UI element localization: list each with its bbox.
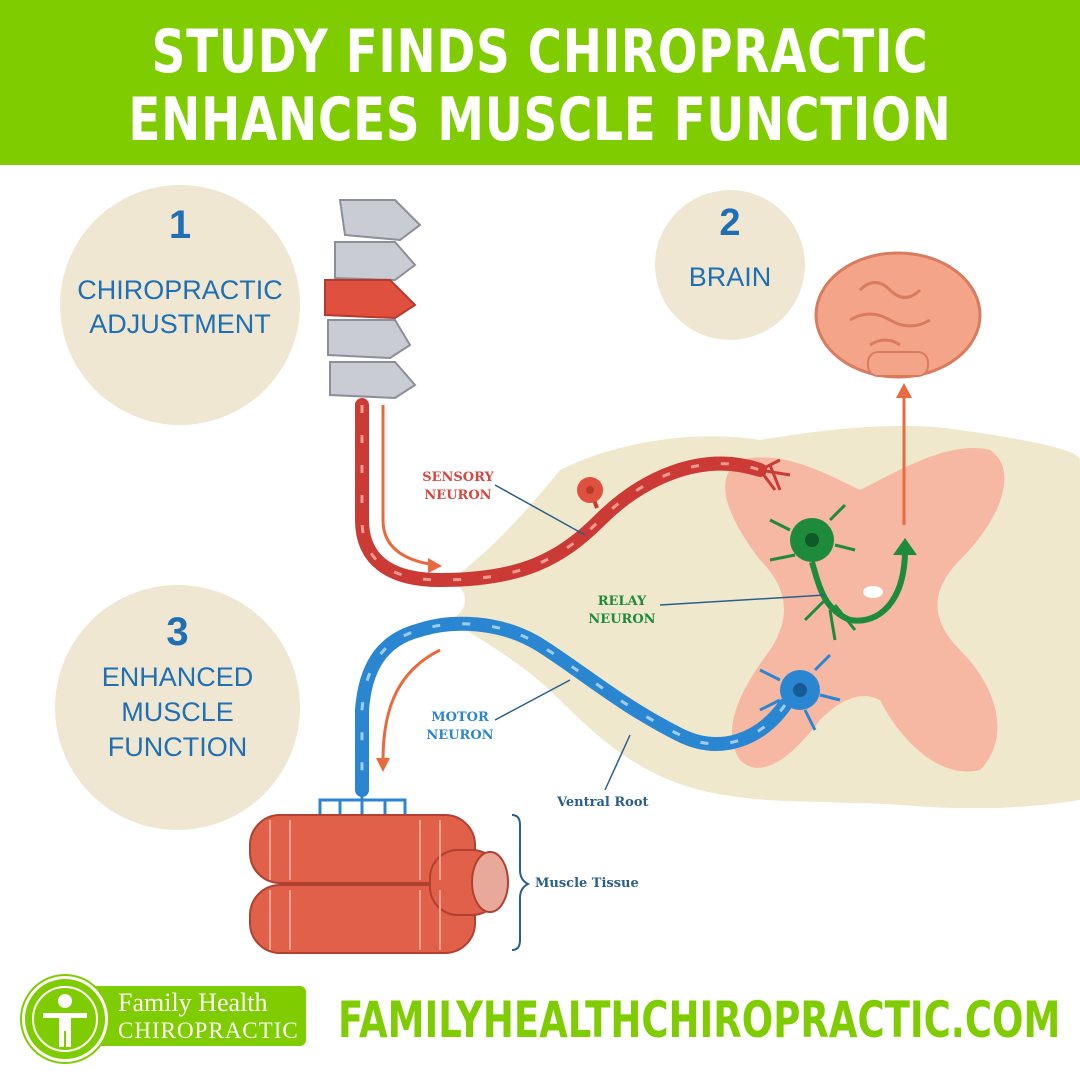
logo-name-line-1: Family Health [118,988,268,1017]
relay-leader-line [659,594,826,606]
sensory-direction-arrow [381,405,436,567]
step-2-label: BRAIN [688,262,772,292]
step-3-label-line-2: MUSCLE [121,697,234,727]
motor-neuron [318,616,841,855]
step-1-number: 1 [168,203,192,247]
sensory-neuron [355,398,791,588]
logo-name-line-2: CHIROPRACTIC [118,1018,299,1043]
step-1-label-line-1: CHIROPRACTIC [77,275,283,305]
headline-line-2: ENHANCES MUSCLE FUNCTION [128,85,952,155]
ventral-root-label: Ventral Root [557,795,649,810]
motor-label-line-1: MOTOR [431,710,489,725]
step-3-circle: 3 ENHANCED MUSCLE FUNCTION [55,585,300,830]
headline-line-1: STUDY FINDS CHIROPRACTIC [151,17,929,87]
brain-illustration [814,251,982,379]
relay-neuron [769,503,917,641]
step-2-circle: 2 BRAIN [655,190,805,340]
sensory-label-line-1: SENSORY [422,470,494,485]
ventral-root-leader-line [604,734,631,791]
step-2-number: 2 [719,202,741,244]
sensory-neuron-label: SENSORY NEURON [418,469,498,505]
motor-direction-arrow [381,648,441,761]
step-3-label-line-3: FUNCTION [107,732,248,762]
muscle-tissue-illustration [249,814,531,954]
logo-person-emblem [22,976,108,1062]
step-1-label-line-2: ADJUSTMENT [89,309,271,339]
website-url[interactable]: FAMILYHEALTHCHIROPRACTIC.COM [338,991,1061,1049]
spinal-cord-cross-section [450,425,1080,809]
brand-logo[interactable]: Family Health CHIROPRACTIC [22,976,306,1062]
relay-neuron-label: RELAY NEURON [582,593,662,629]
step-3-number: 3 [166,610,189,654]
muscle-tissue-label: Muscle Tissue [535,876,639,891]
motor-leader-line [494,679,571,721]
person-icon [32,986,98,1052]
relay-label-line-1: RELAY [597,594,647,609]
step-3-label-line-1: ENHANCED [101,662,254,692]
motor-label-line-2: NEURON [426,728,494,743]
sensory-leader-line [494,484,586,536]
vertebrae-stack [324,199,422,400]
step-1-circle: 1 CHIROPRACTIC ADJUSTMENT [60,185,300,425]
sensory-label-line-2: NEURON [424,488,492,503]
relay-label-line-2: NEURON [588,612,656,627]
neuron-pathway-illustration [249,199,1080,954]
motor-neuron-label: MOTOR NEURON [420,709,500,745]
header-banner: STUDY FINDS CHIROPRACTIC ENHANCES MUSCLE… [0,0,1080,165]
